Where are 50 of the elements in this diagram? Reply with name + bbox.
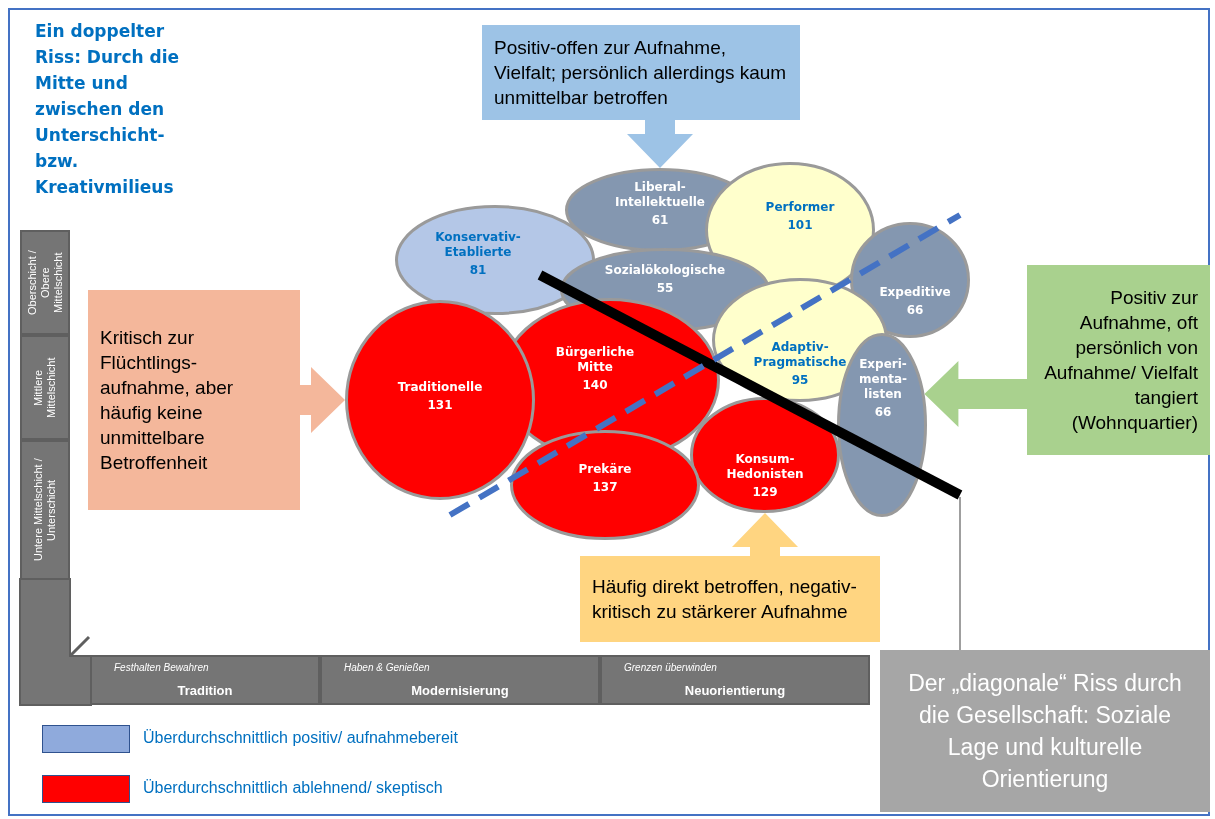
axis-label: Oberschicht / Obere Mittelschicht (25, 249, 65, 317)
callout-box: Kritisch zur Flüchtlings- aufnahme, aber häufig keine unmittelbare Betroffenheit (88, 290, 300, 510)
milieu-name: Performer (764, 200, 836, 215)
block-arrow (627, 120, 693, 168)
milieu-name: Konservativ- Etablierte (434, 230, 522, 260)
milieu-name: Expeditive (878, 285, 952, 300)
title: Ein doppelter Riss: Durch die Mitte und zwischen den Unterschicht- bzw. Kreativmilieus (35, 20, 181, 199)
block-arrow (300, 367, 345, 433)
axis-band (20, 335, 70, 440)
callout-box: Häufig direkt betroffen, negativ-kritisch zu stärkerer Aufnahme (580, 556, 880, 642)
milieu-size: 66 (873, 405, 893, 420)
axis-sublabel: Grenzen überwinden (624, 662, 717, 673)
axis-label: Modernisierung (410, 683, 510, 698)
milieu-name: Liberal- Intellektuelle (614, 180, 706, 210)
axis-label: Neuorientierung (683, 683, 787, 698)
axis-label: Untere Mittelschicht / Unterschicht (32, 457, 58, 564)
legend-label: Überdurchschnittlich ablehnend/ skeptisch (143, 779, 443, 797)
legend-label: Überdurchschnittlich positiv/ aufnahmebereit (143, 729, 458, 747)
leader-line (959, 496, 961, 651)
milieu-size: 66 (905, 303, 925, 318)
milieu-size: 81 (468, 263, 488, 278)
block-arrow (732, 513, 798, 556)
axis-sublabel: Festhalten Bewahren (114, 662, 209, 673)
milieu-name: Bürgerliche Mitte (554, 345, 636, 375)
milieu-size: 95 (790, 373, 810, 388)
axis-band (320, 655, 600, 705)
milieu-name: Adaptiv- Pragmatische (752, 340, 848, 370)
milieu-size: 101 (786, 218, 814, 233)
milieu-size: 131 (426, 398, 454, 413)
callout-box: Positiv-offen zur Aufnahme, Vielfalt; persönlich allerdings kaum unmittelbar betroffen (482, 25, 800, 120)
milieu-name: Traditionelle (396, 380, 484, 395)
axis-label: Tradition (176, 683, 234, 698)
axis-band (20, 440, 70, 580)
axis-sublabel: Haben & Genießen (344, 662, 430, 673)
axis-band (20, 230, 70, 335)
milieu-name: Sozialökologische (603, 263, 727, 278)
milieu-size: 140 (581, 378, 609, 393)
callout-box: Der „diagonale“ Riss durch die Gesellschaft: Soziale Lage und kulturelle Orientierung (880, 650, 1210, 812)
milieu-size: 55 (655, 281, 675, 296)
axis-label: Mittlere Mittelschicht (32, 356, 58, 420)
milieu-size: 137 (591, 480, 619, 495)
block-arrow (924, 361, 1027, 427)
milieu-size: 129 (751, 485, 779, 500)
milieu-size: 61 (650, 213, 670, 228)
milieu-name: Prekäre (577, 462, 633, 477)
axis-band (90, 655, 320, 705)
callout-box: Positiv zur Aufnahme, oft persönlich von Aufnahme/ Vielfalt tangiert (Wohnquartier) (1027, 265, 1210, 455)
milieu-name: Experi- menta- listen (858, 357, 908, 402)
milieu-name: Konsum- Hedonisten (725, 452, 805, 482)
axis-band (600, 655, 870, 705)
